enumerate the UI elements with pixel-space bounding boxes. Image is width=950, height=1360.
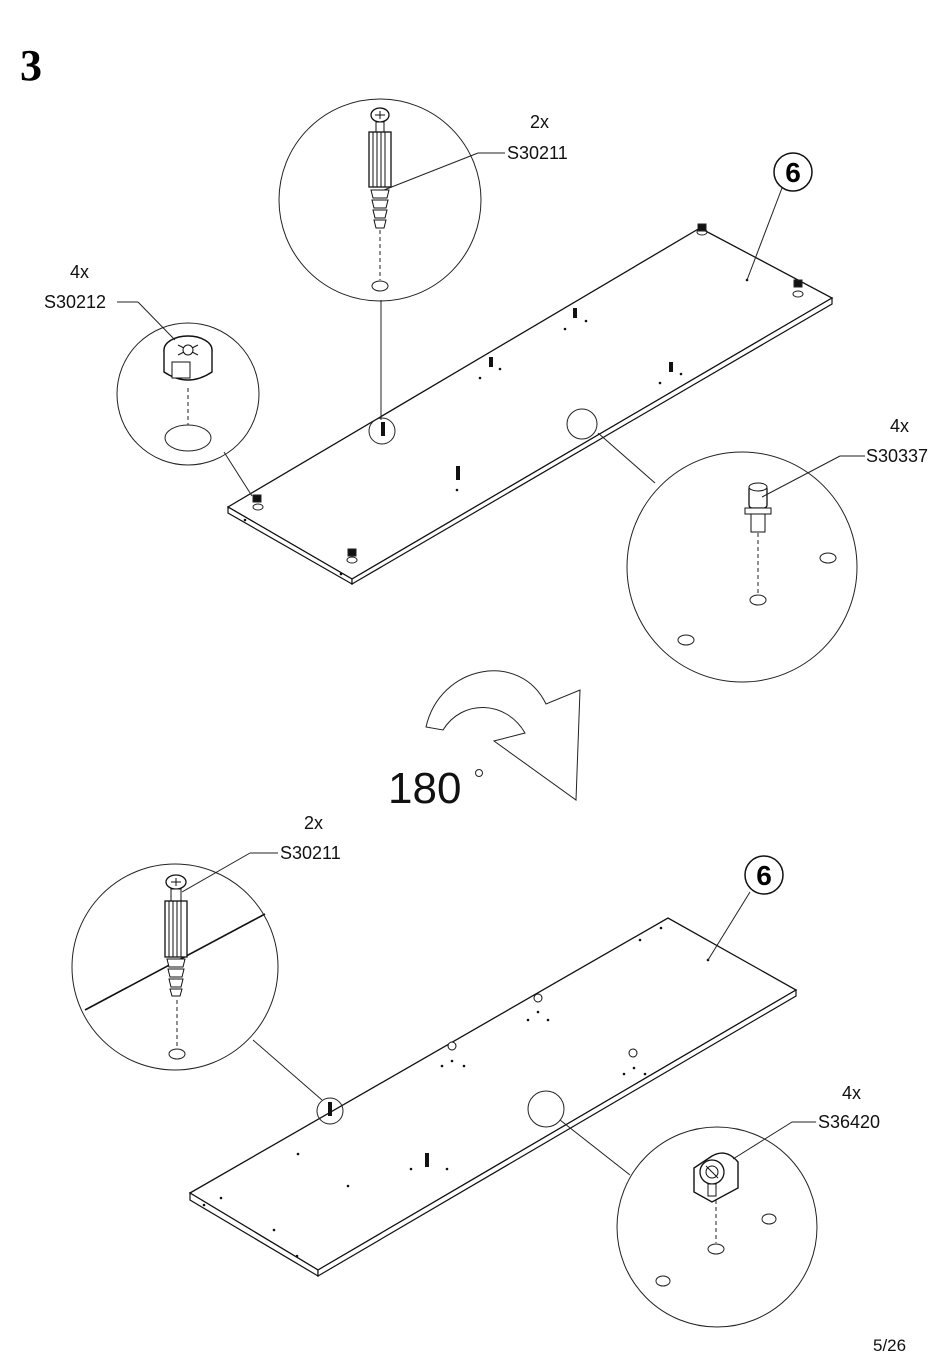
part-number-bottom: 6	[756, 860, 772, 891]
panel-top	[226, 223, 834, 586]
callout-code: S30337	[866, 446, 928, 466]
cam-bolt-icon	[368, 107, 392, 229]
callout-qty: 4x	[842, 1083, 861, 1103]
panel-bottom	[188, 917, 798, 1278]
rotate-arrow-icon	[425, 670, 581, 801]
callout-qty: 4x	[890, 416, 909, 436]
rotation-value: 180	[388, 764, 461, 813]
callout-code: S30211	[280, 843, 341, 863]
shelf-pin-icon	[744, 482, 772, 533]
part-number-top: 6	[785, 157, 801, 188]
callout-qty: 4x	[70, 262, 89, 282]
hinge-bracket-icon	[693, 1152, 739, 1203]
callout-qty: 2x	[304, 813, 323, 833]
callout-code: S36420	[818, 1112, 880, 1132]
callout-code: S30211	[507, 143, 568, 163]
step-number: 3	[20, 41, 42, 90]
callout-code: S30212	[44, 292, 106, 312]
cam-bolt-icon	[164, 874, 188, 997]
callout-qty: 2x	[530, 112, 549, 132]
cam-lock-icon	[163, 335, 213, 381]
page-number: 5/26	[873, 1336, 906, 1355]
